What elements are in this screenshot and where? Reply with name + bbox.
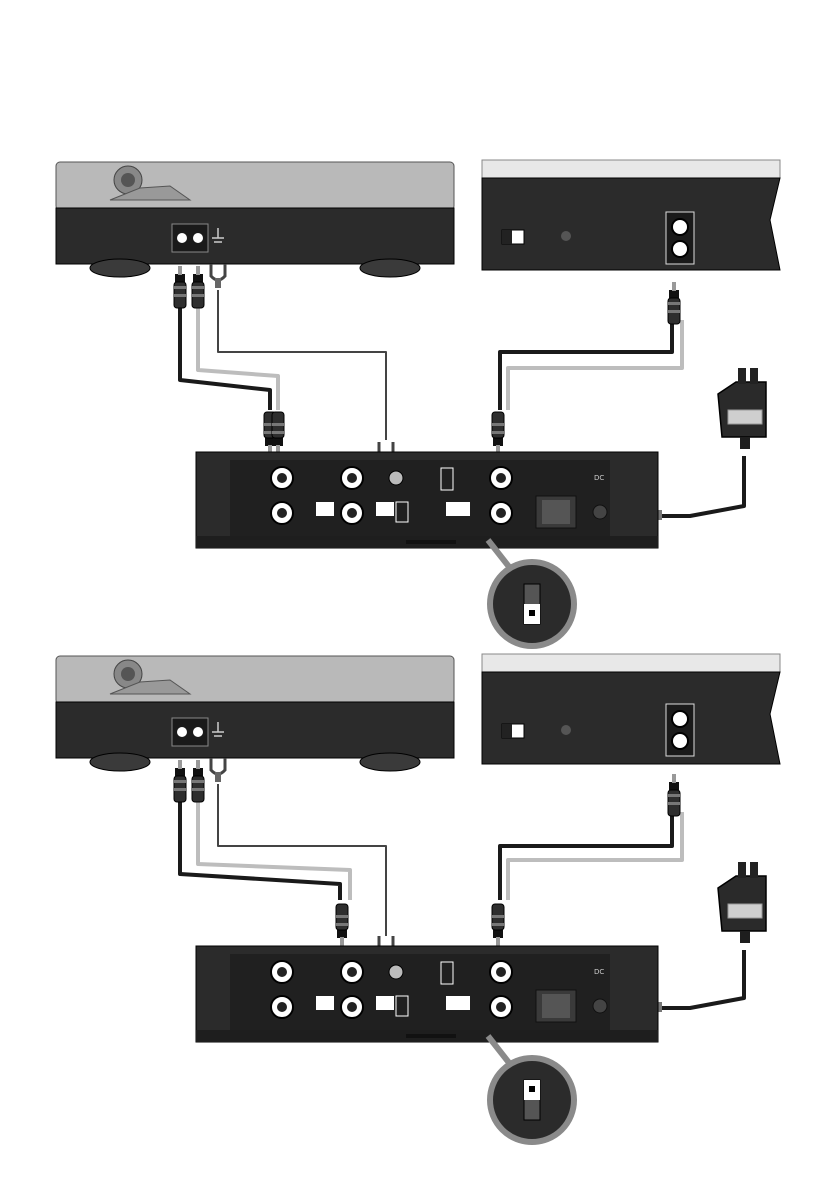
panel-bottom (56, 654, 780, 1142)
phono-preamp-bottom (196, 946, 658, 1042)
phono-preamp-top (196, 452, 658, 548)
receiver-back-bottom (482, 654, 780, 764)
turntable-top (56, 162, 454, 277)
power-adapter-plug-icon (718, 862, 766, 943)
receiver-back-top (482, 160, 780, 270)
panel-top (56, 160, 780, 646)
switch-callout-bottom (488, 1036, 574, 1142)
power-adapter-plug-icon (718, 368, 766, 449)
turntable-bottom (56, 656, 454, 771)
switch-callout-top (488, 540, 574, 646)
